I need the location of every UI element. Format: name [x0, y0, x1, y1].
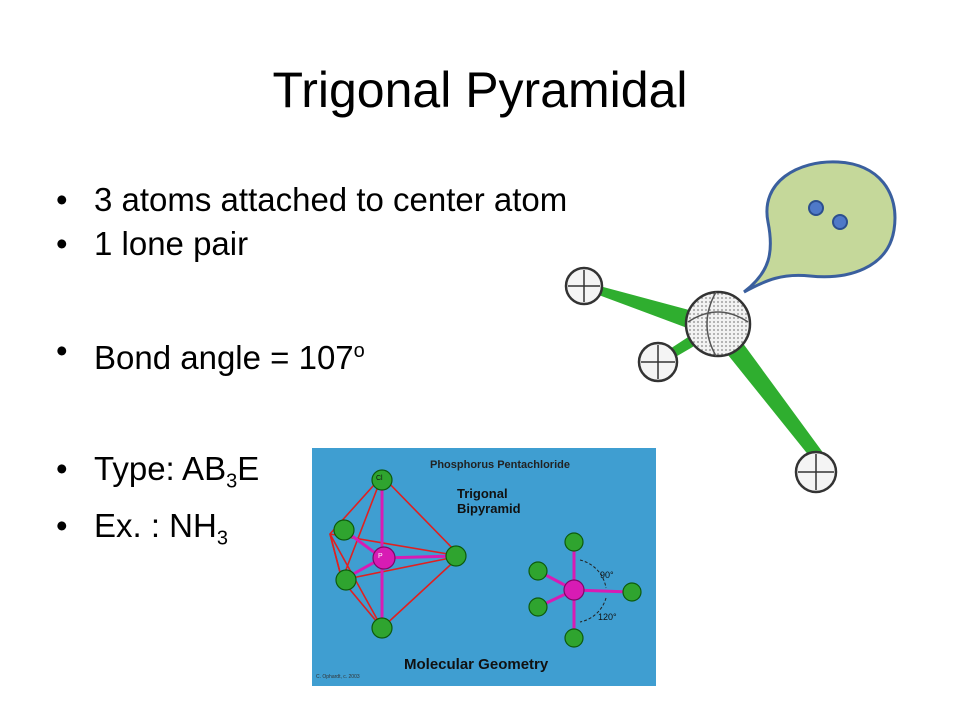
- bullet-bond-angle: Bond angle = 107o: [56, 329, 567, 380]
- lone-pair-electron: [808, 200, 824, 216]
- example-subscript: 3: [216, 527, 228, 550]
- bond-angle-text: Bond angle = 107: [94, 339, 354, 376]
- p-atom-right: [563, 579, 585, 601]
- figure-title: Phosphorus Pentachloride: [430, 459, 570, 471]
- figure-caption: Molecular Geometry: [404, 656, 549, 673]
- bond: [592, 284, 704, 332]
- bullet-example: Ex. : NH3: [56, 504, 567, 561]
- shape-line-1: Trigonal: [457, 486, 508, 501]
- pcl5-diagram: [329, 469, 642, 648]
- shape-line-2: Bipyramid: [457, 501, 521, 516]
- pcl5-figure: Phosphorus Pentachloride Trigonal Bipyra…: [312, 448, 656, 686]
- angle-label-90: 90°: [600, 570, 614, 580]
- cl-atom-label: Cl: [376, 475, 383, 482]
- central-atom: [684, 290, 752, 358]
- bullet-type: Type: AB3E: [56, 447, 567, 504]
- figure-credit: C. Ophardt, c. 2003: [316, 674, 360, 680]
- type-suffix: E: [237, 450, 260, 487]
- angle-label-120: 120°: [598, 612, 617, 622]
- outer-atom: [564, 266, 604, 306]
- bullet-lone-pair: 1 lone pair: [56, 222, 567, 266]
- bullet-list: 3 atoms attached to center atom 1 lone p…: [56, 178, 567, 560]
- trigonal-pyramidal-model: [564, 160, 897, 494]
- outer-atom: [794, 450, 838, 494]
- lone-pair-bubble: [743, 160, 897, 294]
- cl-atoms-left: [333, 469, 467, 639]
- figure-shape-label: Trigonal Bipyramid: [457, 486, 521, 516]
- cl-atoms-right: [528, 532, 642, 648]
- p-atom-label: P: [378, 553, 383, 560]
- lone-pair-electron: [832, 214, 848, 230]
- bond: [724, 342, 824, 462]
- degree-mark: o: [353, 340, 365, 362]
- example-prefix: Ex. : NH: [94, 506, 217, 544]
- outer-atom: [637, 341, 679, 383]
- type-prefix: Type: AB: [94, 450, 227, 487]
- p-atom-left: [372, 546, 396, 570]
- bullet-attached-atoms: 3 atoms attached to center atom: [56, 178, 567, 222]
- type-subscript: 3: [226, 470, 238, 493]
- slide-title: Trigonal Pyramidal: [272, 62, 688, 118]
